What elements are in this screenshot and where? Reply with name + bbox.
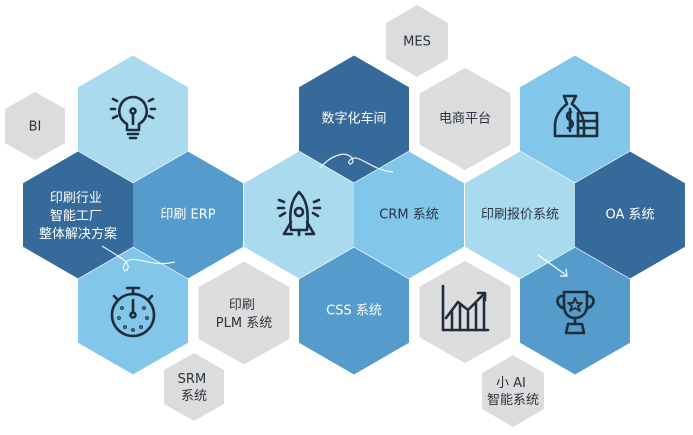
- hex-growth: [419, 261, 511, 363]
- css-label: CSS 系统: [326, 304, 382, 319]
- hex-ecommerce: [419, 68, 511, 170]
- workshop-label: 数字化车间: [321, 111, 386, 127]
- money-bag-icon: [553, 94, 599, 138]
- oa-label: OA 系统: [605, 208, 654, 223]
- hex-srm: [164, 353, 224, 421]
- ai-label: 小 AI 智能系统: [487, 376, 539, 408]
- decorative-squiggle: [101, 245, 176, 272]
- bi-label: BI: [29, 120, 42, 135]
- hex-ai: [482, 355, 544, 427]
- hex-quote: [465, 151, 575, 279]
- erp-label: 印刷 ERP: [160, 208, 215, 223]
- hex-trophy: [520, 247, 630, 375]
- hex-bi: [5, 92, 65, 160]
- trophy-icon: [556, 290, 595, 335]
- crm-label: CRM 系统: [379, 208, 438, 223]
- rocket-icon: [276, 190, 322, 237]
- hex-solution: [23, 151, 133, 279]
- hex-oa: [575, 151, 685, 279]
- hex-erp: [133, 151, 243, 279]
- quote-label: 印刷报价系统: [481, 208, 559, 223]
- hex-crm: [354, 151, 464, 279]
- solution-label: 印刷行业 智能工厂 整体解决方案: [39, 191, 117, 242]
- stopwatch-icon: [110, 286, 156, 338]
- hex-mes: [386, 5, 448, 77]
- hex-money: [520, 55, 630, 183]
- ecommerce-label: 电商平台: [439, 112, 491, 127]
- hex-plm: [198, 261, 290, 365]
- hex-workshop: [299, 55, 409, 183]
- decorative-squiggle: [319, 153, 394, 173]
- srm-label: SRM 系统: [178, 372, 211, 404]
- arrow-squiggle: [537, 254, 568, 277]
- hex-css: [299, 247, 409, 375]
- lightbulb-icon: [109, 95, 157, 140]
- plm-label: 印刷 PLM 系统: [216, 298, 272, 331]
- mes-label: MES: [403, 35, 431, 50]
- growth-chart-icon: [441, 284, 490, 332]
